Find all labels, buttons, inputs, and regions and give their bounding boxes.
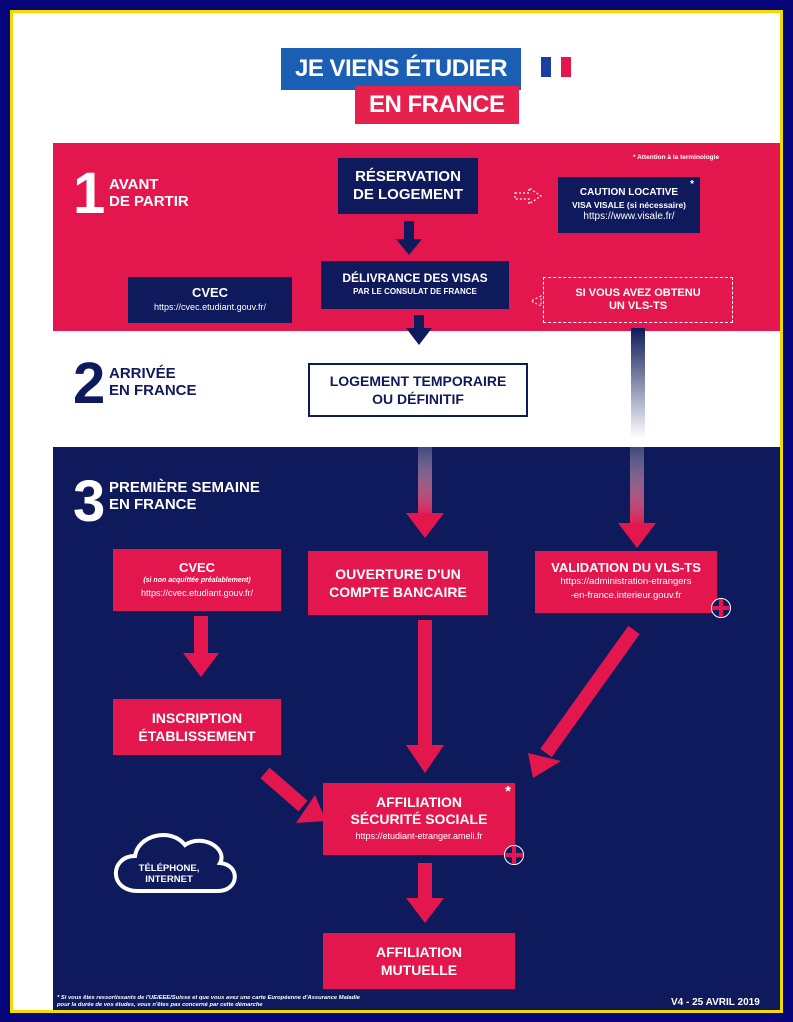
phone-internet-label: TÉLÉPHONE,INTERNET	[138, 863, 200, 885]
uk-flag-icon	[711, 598, 731, 618]
cloud-icon	[113, 833, 237, 893]
arrow-reservation-to-caution	[514, 186, 543, 206]
arrow-vls-to-visas	[529, 295, 542, 307]
title-line-2: EN FRANCE	[355, 86, 519, 124]
rental-deposit-box: CAUTION LOCATIVE VISA VISALE (si nécessa…	[558, 177, 700, 233]
cvec-box-before: CVEC https://cvec.etudiant.gouv.fr/	[128, 277, 292, 323]
step-2-number: 2	[73, 351, 106, 416]
asterisk-mark: *	[690, 179, 694, 190]
cvec-box-first-week: CVEC (si non acquittée préalablement) ht…	[113, 549, 281, 611]
visa-issuance-box: DÉLIVRANCE DES VISAS PAR LE CONSULAT DE …	[321, 261, 509, 309]
arrow-social-security-to-mutual	[418, 863, 432, 903]
title-line-1: JE VIENS ÉTUDIER	[281, 48, 522, 90]
uk-flag-icon	[504, 845, 524, 865]
step-3-number: 3	[73, 469, 106, 534]
footnote: * Si vous êtes ressortissants de l'UE/EE…	[57, 995, 361, 1008]
poster: JE VIENS ÉTUDIER EN FRANCE	[10, 10, 783, 1013]
flow-arrows	[113, 186, 656, 923]
french-flag-icon	[539, 55, 573, 79]
social-security-box: AFFILIATION SÉCURITÉ SOCIALE https://etu…	[323, 783, 515, 855]
arrow-validation-to-social-security	[540, 625, 640, 758]
step-1-number: 1	[73, 161, 106, 226]
vls-connector	[631, 328, 645, 438]
terminology-note: * Attention à la terminologie	[633, 154, 720, 161]
arrow-reservation-to-visas	[404, 221, 414, 241]
asterisk-mark: *	[505, 783, 511, 800]
version-label: V4 - 25 AVRIL 2019	[671, 997, 760, 1008]
vls-validation-box: VALIDATION DU VLS-TS https://administrat…	[535, 551, 717, 613]
arrow-cvec-to-inscription	[194, 616, 208, 658]
arrow-inscription-to-social-security	[260, 767, 308, 812]
arrow-visas-to-housing	[414, 315, 424, 331]
arrow-vls-to-validation	[630, 447, 644, 527]
arrow-bank-to-social-security	[418, 620, 432, 750]
arrow-housing-to-bank	[418, 447, 432, 517]
